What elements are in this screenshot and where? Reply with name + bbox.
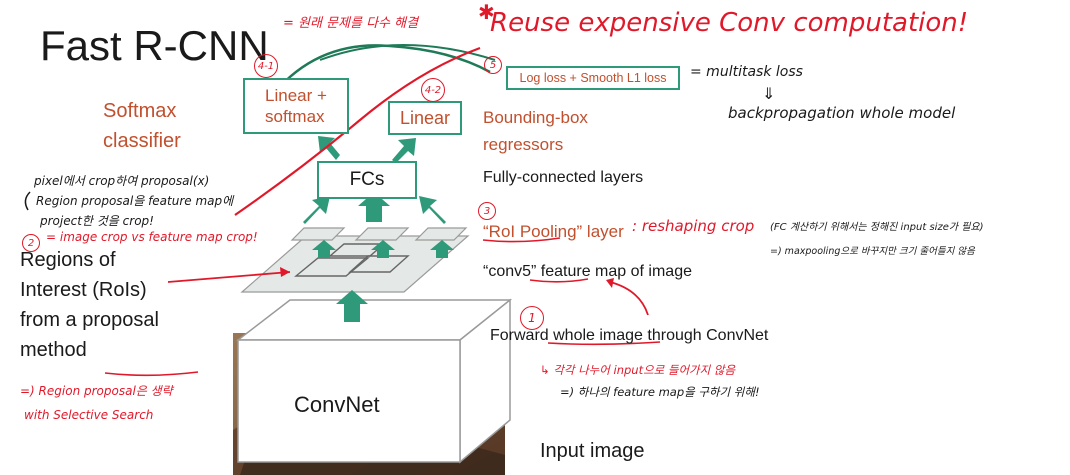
page-title: Fast R-CNN xyxy=(40,22,269,69)
linear-softmax-label: Linear + softmax xyxy=(265,86,327,126)
reshaping-note: : reshaping crop xyxy=(632,217,755,235)
convnet-box xyxy=(235,298,513,464)
headline-note: Reuse expensive Conv computation! xyxy=(490,8,969,38)
fcs-label: FCs xyxy=(349,169,385,190)
conv5-feature-map xyxy=(240,235,470,293)
linear-label: Linear xyxy=(399,107,451,128)
fc-layers-label: Fully-connected layers xyxy=(483,169,644,186)
step-2-badge: 2 xyxy=(22,234,40,252)
forward-label: Forward whole image through ConvNet xyxy=(490,327,769,344)
convnet-label: ConvNet xyxy=(294,392,380,417)
project-crop-note: project한 것을 crop! xyxy=(40,214,154,228)
region-project-note: Region proposal을 feature map에 xyxy=(36,194,234,208)
step-5-badge: 5 xyxy=(484,56,502,74)
star-icon: ✱ xyxy=(478,0,495,24)
step-3-badge: 3 xyxy=(478,202,496,220)
conv5-label: “conv5” feature map of image xyxy=(483,263,692,280)
pen-annotations xyxy=(24,44,661,377)
img-vs-feat-note: = image crop vs feature map crop! xyxy=(46,230,258,244)
step-1-badge: 1 xyxy=(520,306,544,330)
step-4-2-badge: 4-2 xyxy=(421,78,445,102)
title-note: = 원래 문제를 다수 해결 xyxy=(283,16,419,31)
softmax-classifier-label: Softmax classifier xyxy=(103,100,181,152)
one-feature-note: =) 하나의 feature map을 구하기 위해! xyxy=(560,385,760,399)
arrow-down-note: ⇓ xyxy=(762,84,776,103)
roi-pooled-maps xyxy=(290,227,468,241)
backprop-note: backpropagation whole model xyxy=(728,104,956,122)
fcs-box: FCs xyxy=(317,161,417,199)
linear-box: Linear xyxy=(388,101,462,135)
loss-label: Log loss + Smooth L1 loss xyxy=(519,71,667,85)
each-input-note: ↳ 각각 나누어 input으로 들어가지 않음 xyxy=(540,363,736,377)
roi-pooling-label: “RoI Pooling” layer xyxy=(483,222,624,241)
up-arrow-icon xyxy=(303,136,454,322)
pixel-crop-note: pixel에서 crop하여 proposal(x) xyxy=(34,174,210,188)
with-ss-note: with Selective Search xyxy=(24,408,154,422)
multitask-note: = multitask loss xyxy=(690,64,803,80)
linear-softmax-box: Linear + softmax xyxy=(243,78,349,134)
rois-label: Regions of Interest (RoIs) from a propos… xyxy=(20,249,159,361)
step-4-1-badge: 4-1 xyxy=(254,54,278,78)
bbox-regressors-label: Bounding-box regressors xyxy=(483,108,588,154)
region-selective-note: =) Region proposal은 생략 xyxy=(20,384,173,398)
loss-box: Log loss + Smooth L1 loss xyxy=(506,66,680,90)
input-image-label: Input image xyxy=(540,440,645,462)
fc-note: (FC 계산하기 위해서는 정해진 input size가 필요) xyxy=(770,222,984,233)
maxpool-note: =) maxpooling으로 바꾸지만 크기 줄어들지 않음 xyxy=(770,246,975,257)
